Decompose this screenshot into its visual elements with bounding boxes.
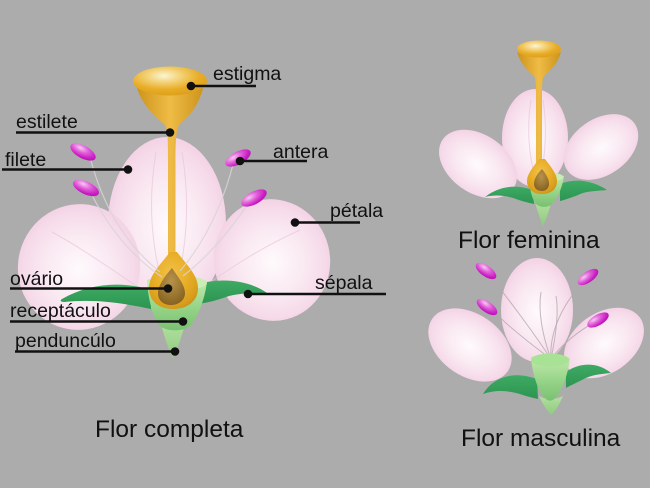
sepal-right bbox=[566, 364, 611, 388]
label-pedunculo-dot bbox=[170, 347, 180, 356]
stigma bbox=[517, 40, 561, 58]
flower-female bbox=[439, 40, 639, 226]
anther bbox=[577, 268, 599, 286]
label-pedunculo: penduncúlo bbox=[15, 330, 180, 356]
receptacle bbox=[531, 354, 570, 401]
filament bbox=[550, 295, 558, 360]
label-sepala-text: sépala bbox=[315, 272, 373, 294]
style bbox=[136, 84, 204, 263]
label-receptaculo: receptáculo bbox=[10, 300, 188, 326]
label-estigma-text: estigma bbox=[213, 63, 281, 85]
anther bbox=[587, 312, 609, 328]
filament bbox=[488, 274, 552, 360]
label-sepala: sépala bbox=[243, 272, 386, 299]
label-estilete: estilete bbox=[16, 111, 175, 137]
sepal-left bbox=[483, 375, 538, 399]
petal-left bbox=[428, 308, 512, 382]
anther bbox=[241, 189, 267, 207]
label-estilete-text: estilete bbox=[16, 111, 78, 133]
label-pedunculo-text: penduncúlo bbox=[15, 330, 116, 352]
label-sepala-dot bbox=[243, 289, 253, 299]
label-antera-dot bbox=[235, 156, 245, 166]
label-receptaculo-text: receptáculo bbox=[10, 300, 111, 322]
pedicel bbox=[161, 324, 185, 359]
filament bbox=[89, 190, 163, 278]
ovary-inner bbox=[534, 169, 549, 191]
label-filete-dot bbox=[123, 165, 133, 174]
stigma bbox=[133, 66, 207, 96]
label-estigma: estigma bbox=[186, 63, 281, 91]
caption-male: Flor masculina bbox=[461, 425, 621, 452]
filament bbox=[179, 160, 235, 272]
label-filete: filete bbox=[2, 149, 133, 174]
anther bbox=[475, 262, 497, 280]
petal-right bbox=[563, 114, 639, 180]
label-petala-text: pétala bbox=[330, 200, 383, 222]
label-antera-text: antera bbox=[273, 141, 328, 163]
filament bbox=[182, 200, 251, 277]
pedicel bbox=[539, 396, 563, 415]
label-estigma-dot bbox=[186, 81, 196, 91]
label-antera: antera bbox=[235, 141, 328, 166]
pedicel bbox=[535, 202, 551, 226]
sepal-left bbox=[60, 284, 151, 309]
label-receptaculo-dot bbox=[178, 317, 188, 326]
label-filete-text: filete bbox=[5, 149, 46, 171]
label-ovario-dot bbox=[163, 284, 173, 293]
sepal-left bbox=[485, 186, 534, 204]
caption-complete: Flor completa bbox=[95, 416, 244, 443]
flower-male bbox=[428, 258, 644, 415]
sepal-right bbox=[198, 280, 267, 304]
anther bbox=[73, 179, 99, 197]
label-petala: pétala bbox=[290, 200, 383, 227]
anther bbox=[70, 143, 96, 161]
filament bbox=[550, 279, 587, 360]
label-petala-dot bbox=[290, 218, 300, 227]
style bbox=[517, 52, 561, 169]
petal-right bbox=[564, 307, 644, 379]
caption-female: Flor feminina bbox=[458, 227, 600, 254]
labels: estigma estilete filete antera pétala sé… bbox=[2, 63, 386, 356]
label-ovario-text: ovário bbox=[10, 268, 63, 290]
label-estilete-dot bbox=[165, 128, 175, 137]
filament bbox=[539, 291, 552, 360]
petal-left bbox=[439, 129, 517, 199]
receptacle-rim bbox=[531, 353, 569, 367]
sepal-right bbox=[560, 180, 607, 201]
anther bbox=[476, 298, 498, 316]
flower-complete bbox=[17, 66, 331, 359]
petal-center bbox=[502, 89, 568, 187]
label-ovario: ovário bbox=[10, 268, 173, 293]
